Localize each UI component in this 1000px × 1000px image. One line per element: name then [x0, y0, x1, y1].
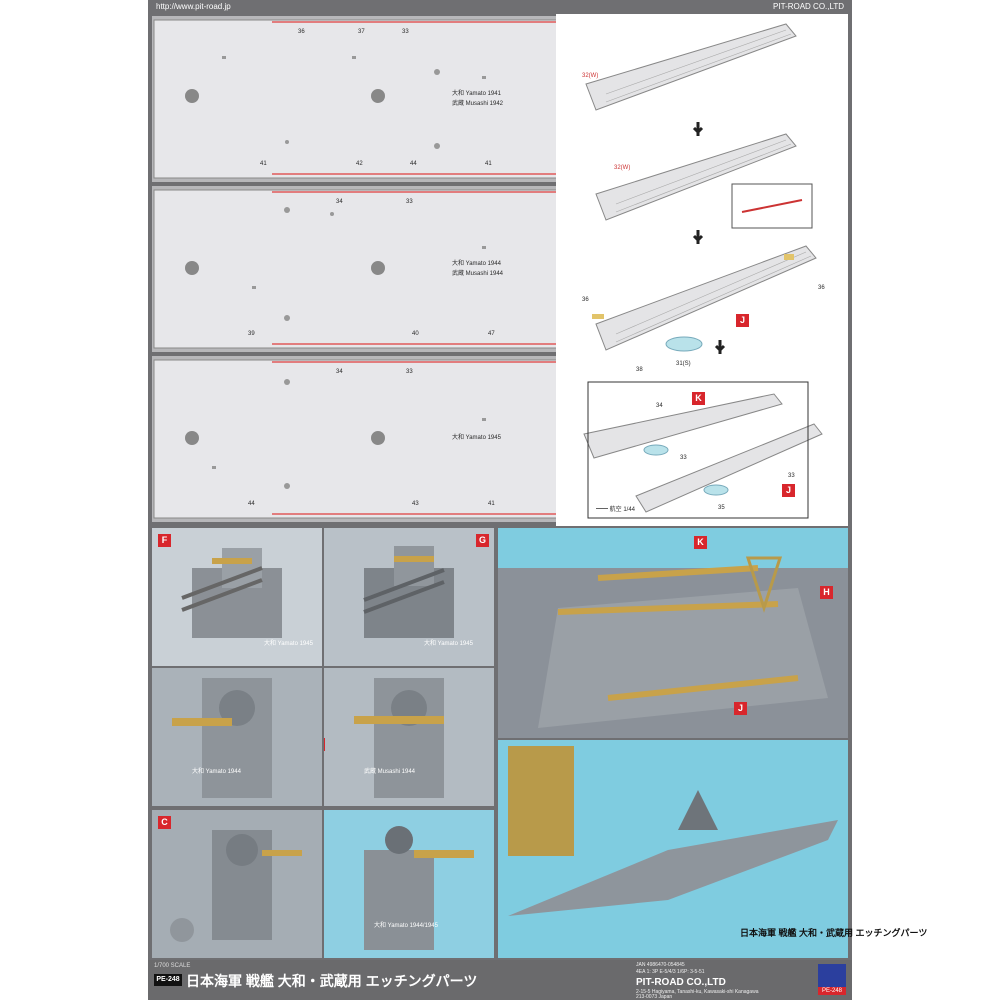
photo-turret-f: F 大和 Yamato 1945 [152, 528, 322, 666]
product-code: PE-248 [154, 974, 182, 986]
part-number: 44 [248, 501, 255, 507]
step-tag-j: J [736, 314, 749, 327]
company-address: 2-15-5 Hagiyama, Tanashi-ku, Kawasaki-sh… [636, 989, 759, 995]
part-number: 42 [356, 161, 363, 167]
photo-tag-f: F [158, 534, 171, 547]
photo-caption: 武蔵 Musashi 1944 [364, 769, 416, 775]
part-label: 34 [656, 403, 663, 409]
photo-bridge-c1: C [152, 810, 322, 958]
photo-caption: 大和 Yamato 1945 [424, 641, 473, 647]
part-number: 41 [260, 161, 267, 167]
company-postal: 213-0073 Japan [636, 994, 673, 1000]
part-number: 41 [485, 161, 492, 167]
price-info: 4EA 1: 3P E-5/4/3 1/6P: 3-5-51 [636, 969, 705, 975]
photo-tag-j: J [734, 702, 747, 715]
photo-superstructure-b1: 大和 Yamato 1944 [152, 668, 322, 806]
logo-code: PE-248 [818, 987, 846, 995]
website-url[interactable]: http://www.pit-road.jp [156, 2, 231, 11]
company-label: PIT-ROAD CO.,LTD [636, 977, 726, 988]
part-number: 33 [406, 369, 413, 375]
part-number: 34 [336, 199, 343, 205]
deck-version-label: 武蔵 Musashi 1944 [452, 271, 504, 277]
product-title: 日本海軍 戦艦 大和・武蔵用 エッチングパーツ [186, 973, 478, 989]
part-label: 36 [582, 297, 589, 303]
part-number: 37 [358, 29, 365, 35]
photo-turret-g: G 大和 Yamato 1945 [324, 528, 494, 666]
photo-superstructure-b2: B 武蔵 Musashi 1944 [324, 668, 494, 806]
part-label: 32(W) [614, 165, 631, 171]
step-tag-j: J [782, 484, 795, 497]
instruction-sheet: http://www.pit-road.jp PIT-ROAD CO.,LTD … [148, 0, 927, 1000]
part-number: 36 [298, 29, 305, 35]
part-number: 44 [410, 161, 417, 167]
part-number: 43 [412, 501, 419, 507]
photo-full-ship [498, 740, 848, 958]
photo-tag-k: K [694, 536, 707, 549]
photo-bridge-c2: 大和 Yamato 1944/1945 [324, 810, 494, 958]
deck-version-label: 大和 Yamato 1941 [452, 91, 501, 97]
deck-version-label: 武蔵 Musashi 1942 [452, 101, 504, 107]
photo-tag-c: C [158, 816, 171, 829]
photo-caption: 大和 Yamato 1945 [264, 641, 313, 647]
deck-version-label: 大和 Yamato 1944 [452, 261, 501, 267]
deck-version-label: 大和 Yamato 1945 [452, 435, 501, 441]
barcode-info: JAN 4986470-054845 [636, 962, 685, 968]
part-label: 32(W) [582, 73, 599, 79]
part-label: 31(S) [676, 361, 691, 367]
step-tag-k: K [692, 392, 705, 405]
part-label: 33 [788, 473, 795, 479]
sheet-header: http://www.pit-road.jp PIT-ROAD CO.,LTD [148, 0, 852, 14]
footer: 1/700 SCALE PE-248 日本海軍 戦艦 大和・武蔵用 エッチングパ… [148, 960, 852, 1000]
part-label: 33 [680, 455, 687, 461]
part-number: 39 [248, 331, 255, 337]
photo-tag-g: G [476, 534, 489, 547]
photo-tag-b: B [324, 738, 325, 751]
part-number: 33 [402, 29, 409, 35]
part-number: 41 [488, 501, 495, 507]
photo-tag-h: H [820, 586, 833, 599]
photo-caption: 大和 Yamato 1944/1945 [374, 923, 438, 929]
part-label: 35 [718, 505, 725, 511]
photo-catapult-deck: K H J [498, 528, 848, 738]
diagram-legend: ━━ 航空 1/44 [596, 507, 636, 513]
photo-caption: 大和 Yamato 1944 [192, 769, 241, 775]
part-label: 36 [818, 285, 825, 291]
product-label: 日本海軍 戦艦 大和・武蔵用 エッチングパーツ [740, 928, 928, 938]
company-name: PIT-ROAD CO.,LTD [773, 2, 844, 11]
scale-label: 1/700 SCALE [154, 963, 191, 969]
part-number: 34 [336, 369, 343, 375]
part-number: 47 [488, 331, 495, 337]
part-label: 38 [636, 367, 643, 373]
assembly-diagram: 32(W) 32(W) 36 36 38 31(S) 34 33 33 35 J… [556, 14, 848, 526]
part-number: 33 [406, 199, 413, 205]
part-number: 40 [412, 331, 419, 337]
